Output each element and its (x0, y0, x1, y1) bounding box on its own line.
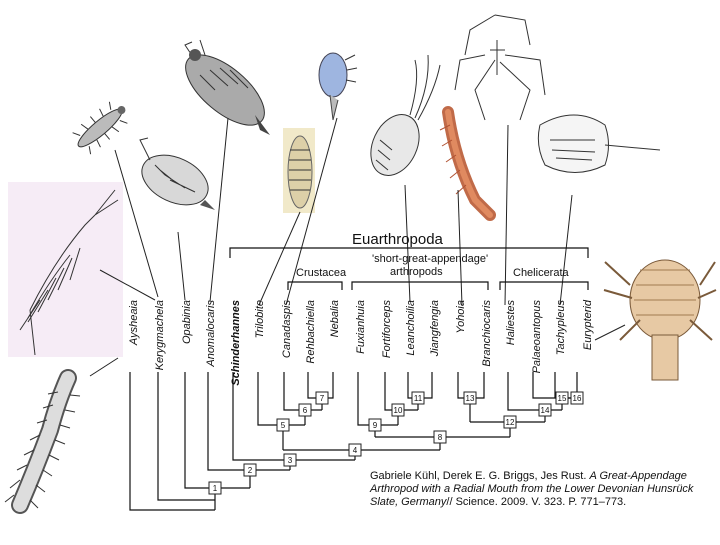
taxon-label-rehbachiella: Rehbachiella (305, 300, 317, 364)
node-number: 3 (288, 456, 293, 465)
node-13: 13 (463, 391, 477, 405)
chelicerata-label: Chelicerata (513, 267, 570, 279)
node-5: 5 (276, 418, 290, 432)
crustacea-bracket: Crustacea (287, 267, 347, 290)
citation-rest: // Science. 2009. V. 323. P. 771–773. (446, 496, 627, 508)
node-number: 13 (466, 394, 475, 403)
node-15: 15 (555, 391, 569, 405)
leanchoilia-illustration (439, 106, 496, 221)
node-6: 6 (298, 403, 312, 417)
taxon-label-canadaspis: Canadaspis (281, 300, 293, 359)
taxon-label-leanchoilia: Leanchoilia (405, 300, 417, 356)
node-14: 14 (538, 403, 552, 417)
taxon-label-nebalia: Nebalia (329, 300, 341, 337)
node-box (411, 391, 425, 405)
node-3: 3 (283, 453, 297, 467)
node-number: 4 (353, 446, 358, 455)
tachypleus-illustration (537, 114, 661, 173)
node-box (208, 481, 222, 495)
node-box (391, 403, 405, 417)
eurypterid-illustration (603, 259, 717, 381)
node-number: 7 (320, 394, 325, 403)
taxon-label-haliestes: Haliestes (505, 300, 517, 346)
taxon-label-tachypleus: Tachypleus (555, 300, 567, 356)
taxon-label-kerygmachela: Kerygmachela (154, 300, 166, 370)
node-9: 9 (368, 418, 382, 432)
node-number: 2 (248, 466, 253, 475)
taxon-label-yohoia: Yohoia (455, 300, 467, 334)
taxon-label-fortiforceps: Fortiforceps (381, 300, 393, 359)
taxon-label-trilobite: Trilobite (254, 300, 266, 338)
sga-label-line1: 'short-great-appendage' (372, 253, 488, 265)
citation-title: A Great-Appendage Arthropod with a Radia… (370, 470, 694, 508)
taxon-label-eurypterid: Eurypterid (582, 299, 594, 350)
node-box (276, 418, 290, 432)
taxon-label-palaeoantopus: Palaeoantopus (531, 300, 543, 374)
node-number: 14 (541, 406, 550, 415)
taxon-label-opabinia: Opabinia (181, 300, 193, 344)
node-16: 16 (570, 391, 584, 405)
trilobite-illustration (283, 128, 315, 213)
node-box (368, 418, 382, 432)
onychophoran-worm-illustration (4, 369, 81, 514)
node-4: 4 (348, 443, 362, 457)
node-box (463, 391, 477, 405)
node-2: 2 (243, 463, 257, 477)
schinderhannes-illustration (318, 52, 358, 121)
chelicerata-bracket: Chelicerata (499, 267, 589, 290)
taxa-labels: Aysheaia Kerygmachela Opabinia Anomalocaris… (128, 299, 594, 385)
yohoia-illustration (454, 14, 546, 121)
pointer-lines (89, 117, 626, 377)
kerygmachela-illustration (72, 101, 128, 155)
node-box (503, 415, 517, 429)
node-number: 12 (506, 418, 515, 427)
citation-authors: Gabriele Kühl, Derek E. G. Briggs, Jes R… (370, 470, 587, 482)
node-10: 10 (391, 403, 405, 417)
node-number: 15 (558, 394, 567, 403)
node-number: 10 (394, 406, 403, 415)
node-number: 11 (414, 394, 423, 403)
node-box (555, 391, 569, 405)
node-box (433, 430, 447, 444)
node-box (243, 463, 257, 477)
euarthropoda-bracket: Euarthropoda (229, 231, 589, 258)
node-box (315, 391, 329, 405)
node-1: 1 (208, 481, 222, 495)
node-number: 16 (573, 394, 582, 403)
sga-bracket: 'short-great-appendage' arthropods (351, 253, 489, 290)
node-7: 7 (315, 391, 329, 405)
taxon-label-jiangfengia: Jiangfengia (429, 300, 441, 357)
taxon-label-branchiocaris: Branchiocaris (481, 300, 493, 367)
sga-label-line2: arthropods (390, 266, 443, 278)
node-number: 1 (213, 484, 218, 493)
anomalocaris-illustration (184, 39, 270, 135)
node-11: 11 (411, 391, 425, 405)
node-box (283, 453, 297, 467)
euarthropoda-label: Euarthropoda (352, 231, 444, 248)
node-box (570, 391, 584, 405)
taxon-label-fuxianhuia: Fuxianhuia (355, 300, 367, 354)
citation: Gabriele Kühl, Derek E. G. Briggs, Jes R… (370, 470, 715, 509)
node-number: 9 (373, 421, 378, 430)
taxon-label-aysheaia: Aysheaia (128, 300, 140, 346)
crustacea-label: Crustacea (296, 267, 347, 279)
aysheaia-illustration (8, 182, 123, 357)
node-number: 8 (438, 433, 443, 442)
node-box (538, 403, 552, 417)
node-number: 5 (281, 421, 286, 430)
taxon-label-schinderhannes: Schinderhannes (230, 300, 242, 386)
node-box (298, 403, 312, 417)
taxon-label-anomalocaris: Anomalocaris (205, 300, 217, 368)
node-8: 8 (433, 430, 447, 444)
node-box (348, 443, 362, 457)
opabinia-illustration (139, 137, 215, 210)
node-number: 6 (303, 406, 308, 415)
node-12: 12 (503, 415, 517, 429)
canadaspis-illustration (370, 54, 441, 176)
